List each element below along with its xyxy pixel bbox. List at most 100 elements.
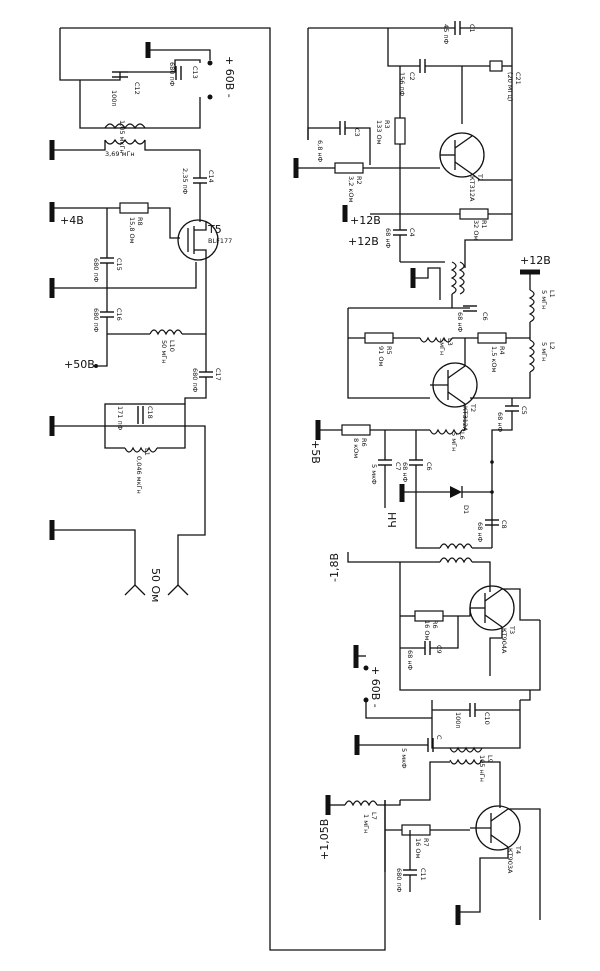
t5-transistor <box>177 219 219 261</box>
c15-value: 680 пФ <box>92 258 100 283</box>
t2-label: T2 <box>469 403 477 412</box>
t2-value: КТ312А <box>461 406 469 432</box>
wire <box>80 72 121 81</box>
c3-label: C3 <box>353 128 361 137</box>
wire <box>347 552 440 563</box>
wire <box>194 249 207 262</box>
wire <box>415 492 440 549</box>
label-v12-side: +12В <box>348 235 379 248</box>
wire <box>464 230 513 268</box>
c17-value: 680 пФ <box>191 368 199 393</box>
supply-coil <box>439 557 473 564</box>
terminal-dot <box>94 364 98 368</box>
c9-value: 68 нФ <box>406 650 414 671</box>
d1-label: D1 <box>462 505 470 514</box>
t6-secondary-value: 3,69 мГн <box>105 150 135 158</box>
r4-value: 1,5 кОм <box>490 346 498 372</box>
left-circuit: + 60В - C12 100п C13 680 пФ 1,05 мкГн 3,… <box>49 27 386 951</box>
t2-emitter <box>447 391 466 405</box>
t3-label: T3 <box>508 625 516 634</box>
r7-label: R7 <box>422 838 430 847</box>
d1-diode <box>450 486 462 498</box>
c21-value: (20 МГц) <box>506 72 514 101</box>
c18-frame <box>104 403 186 427</box>
wire <box>482 761 501 808</box>
c12-label: C12 <box>133 82 141 95</box>
wire <box>345 127 371 165</box>
r2-value: 3,2 кОм <box>347 176 355 202</box>
label-v60-top: + 60В - <box>223 56 236 98</box>
wire <box>307 127 340 140</box>
label-v50: +50В <box>64 358 95 371</box>
wire <box>387 28 420 67</box>
l9-secondary-coil <box>449 758 483 765</box>
r8-label: R8 <box>136 217 144 226</box>
l10-label: L10 <box>168 340 176 352</box>
r5-label: R5 <box>385 346 393 355</box>
wire <box>177 425 206 585</box>
wire <box>104 426 125 449</box>
wire <box>52 529 136 585</box>
c3-value: 6,8 нФ <box>316 140 324 163</box>
r5-value: 91 Ом <box>377 346 385 366</box>
c11-value: 680 пФ <box>395 868 403 893</box>
t1-label: T1 <box>476 173 484 182</box>
l3-value: 5мГн <box>438 338 446 355</box>
t6-secondary-coil <box>104 138 146 145</box>
t2-collector <box>447 365 466 379</box>
c8-value: 68 нФ <box>476 522 484 543</box>
r3-label: R3 <box>383 120 391 129</box>
wire <box>520 690 531 701</box>
t6-primary-value: 1,05 мкГн <box>118 120 126 154</box>
c8-label: C8 <box>500 520 508 529</box>
c12-value: 100п <box>110 90 118 107</box>
c16-label: C16 <box>115 308 123 321</box>
c6b-label: C6 <box>425 462 433 471</box>
r4-resistor <box>477 332 507 344</box>
l1-right-label: L1 <box>548 290 556 298</box>
label-v105: +1,05В <box>318 819 331 860</box>
wire <box>400 761 450 801</box>
r3-resistor <box>394 117 406 145</box>
wire <box>502 588 540 621</box>
wire <box>460 847 509 913</box>
terminal-dot <box>363 665 369 671</box>
c8-coil <box>439 543 473 550</box>
l1-label: L1 <box>143 448 151 456</box>
interconnect-wire <box>60 27 386 951</box>
l1-right-coil <box>528 289 535 323</box>
l7-label: L7 <box>370 812 378 820</box>
r1-value: 32 Ом <box>472 220 480 240</box>
t4-collector <box>490 808 509 822</box>
label-v12b: +12В <box>520 254 551 267</box>
t1-collector <box>454 135 473 149</box>
junction-dot <box>490 490 494 494</box>
label-out50: 50 Ом <box>149 568 162 602</box>
l9-primary-coil <box>449 746 483 753</box>
t1-value: КТ312А <box>468 176 476 202</box>
c21-label: C21 <box>514 72 522 85</box>
junction-dot <box>490 460 494 464</box>
t1-emitter <box>454 161 473 175</box>
c17-label: C17 <box>214 368 222 381</box>
c16-value: 680 пФ <box>92 308 100 333</box>
transformer-coil <box>458 261 465 295</box>
r6-label: R6 <box>360 438 368 447</box>
c18-label: C18 <box>146 406 154 419</box>
r5-resistor <box>364 332 394 344</box>
wire <box>52 262 197 289</box>
t4-value: КТ903А <box>506 848 514 874</box>
wire <box>431 700 521 749</box>
r7-resistor <box>401 824 431 836</box>
c6-label: C6 <box>481 312 489 321</box>
label-vm18: -1,8В <box>328 553 341 582</box>
c6b-value: 68 нФ <box>401 462 409 483</box>
c14-value: 2,35 пФ <box>181 168 189 195</box>
c7-value: 5 мкФ <box>370 464 378 485</box>
terminal-dot <box>207 60 213 66</box>
wire <box>491 411 513 548</box>
c1-label: C1 <box>468 24 476 33</box>
r7-value: 16 Ом <box>414 838 422 858</box>
wire <box>489 627 503 676</box>
